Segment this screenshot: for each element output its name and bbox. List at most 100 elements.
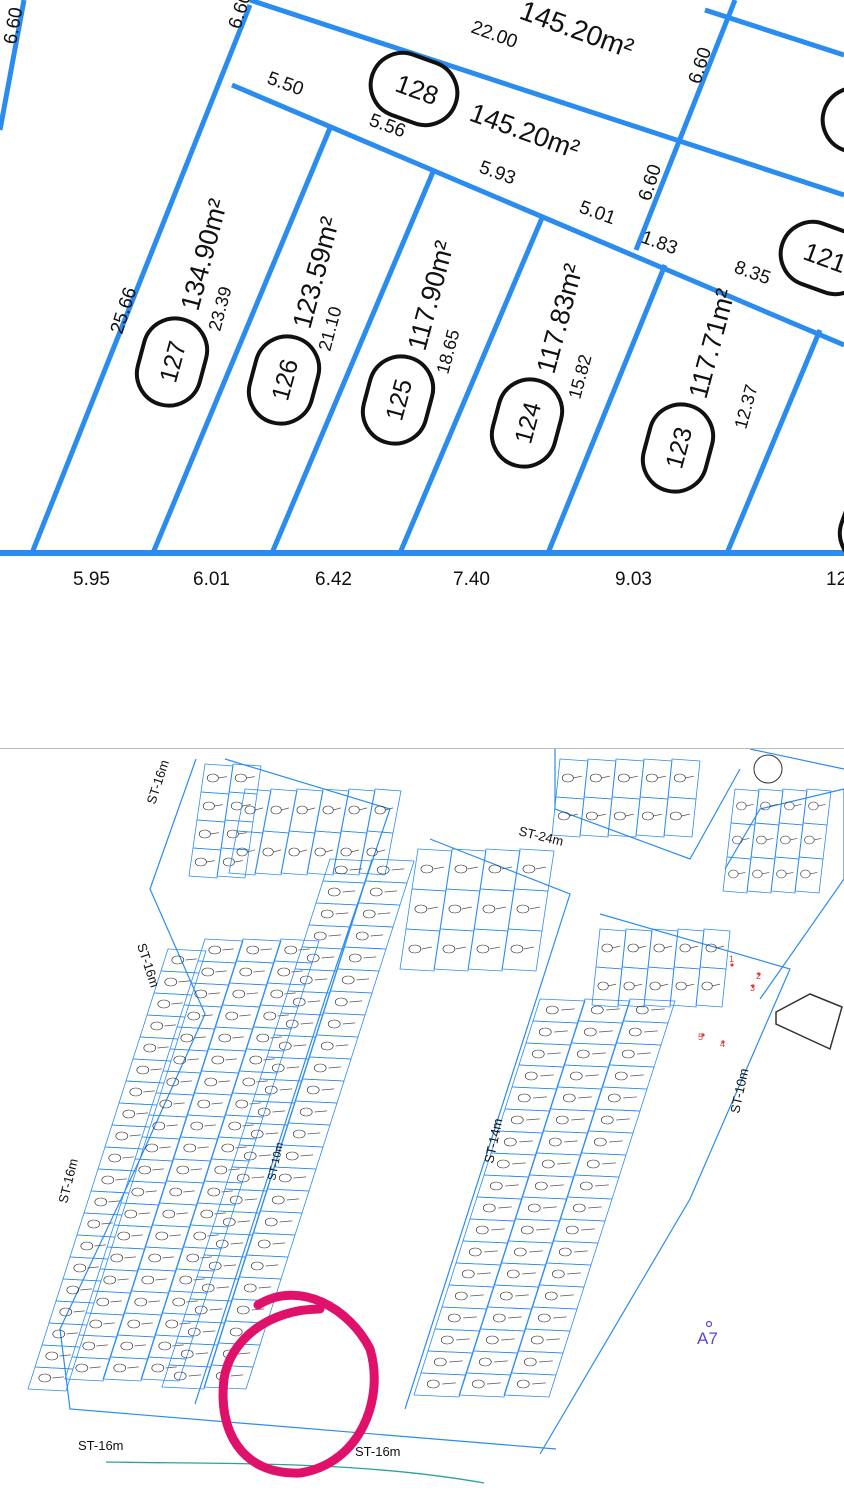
plot-number-oval [589,773,602,783]
plot-number-oval [320,1041,334,1051]
plot-area-text [96,1344,108,1347]
plot-boundary [357,880,408,906]
plot-area-text [592,1052,606,1055]
plot-boundary [663,796,697,838]
plot-number-oval [516,904,530,914]
plot-cell [510,1350,564,1376]
plot-area-text [145,1190,157,1193]
plot-number-oval [214,1165,228,1175]
plot-area-text [242,1124,254,1127]
plot-number-oval [284,945,298,955]
plot-area-text [742,837,750,841]
plot-boundary [439,888,481,932]
plot-area-text [291,970,303,973]
plot-number-oval [527,1203,541,1213]
plot-area-text [59,1354,71,1357]
plot-cell [699,928,731,970]
plot-number-oval [264,1217,278,1227]
plot-cell [266,1034,317,1060]
plot-cell [252,1210,303,1236]
plot-cell [236,788,272,834]
plot-boundary [161,1364,212,1390]
plot-area-text [94,1244,106,1247]
plot-area-text [284,992,296,995]
plot-number-oval [59,1307,73,1317]
plot-area-text [810,871,818,875]
plot-cell [595,928,627,970]
plot-cell [322,990,373,1016]
overview-outline [59,749,844,1455]
plot-boundary [200,763,234,795]
plot-area-text [433,866,444,870]
plot-area-text [664,945,673,949]
plot-area-text [166,1124,178,1127]
plot-area-text [244,1198,258,1201]
plot-area-text [335,912,349,915]
plot-cell [521,1174,575,1200]
boundary-128-right [633,0,738,251]
plot-number-oval [808,801,819,811]
plot-number-oval [164,977,178,987]
plot-boundary [280,990,331,1016]
plot-area-text [427,906,438,910]
plot-area-text [108,1200,120,1203]
plot-cell [64,1356,111,1382]
plot-121[interactable]: 121 [772,213,844,303]
plot-area-text [66,1332,78,1335]
plot-cell [601,1064,655,1090]
plot-number-oval [190,1121,204,1131]
plot-boundary [27,1366,74,1392]
plot-boundary [514,1196,568,1222]
plot-area-text [770,803,778,807]
plot-number-oval [271,1195,285,1205]
plot-area-text [766,837,774,841]
dim-label: 6.60 [0,6,27,46]
boundary-123-122 [724,329,823,554]
survey-marker-a7[interactable]: A7 [697,1320,718,1349]
plot-number-oval [614,1071,628,1081]
plot-area-text [138,1212,150,1215]
plot-boundary [528,1152,582,1178]
plot-area-text [73,1310,85,1313]
plot-number-oval [202,801,215,811]
plot-cell [427,1328,481,1354]
plot-area-text [176,1212,188,1215]
dim-label: 15.82 [565,352,596,401]
plot-cell [591,966,623,1008]
plot-boundary [510,1350,564,1376]
plot-area-text [265,1132,279,1135]
plot-boundary [503,1372,557,1398]
plot-cell [228,830,264,876]
plot-number-oval [461,1269,475,1279]
plot-area-text [644,1030,658,1033]
plot-boundary [458,1372,512,1398]
plot-number-oval [179,1275,193,1285]
plot-area-text [455,946,466,950]
street-label: ST-24m [517,823,565,849]
plot-number-oval [475,1225,489,1235]
plot-number-oval [447,1313,461,1323]
plot-boundary [643,966,675,1008]
plot-number-oval [257,1239,271,1249]
plot-number-oval [232,989,246,999]
plot-area-text [588,1206,602,1209]
plot-cell [501,928,543,972]
plot-number-oval [538,1027,552,1037]
plot-number-oval [482,904,496,914]
plot-number-oval [222,1217,236,1227]
plot-number-oval [506,1269,520,1279]
plot-128[interactable]: 128 145.20m² [362,44,584,165]
plot-number-oval [348,953,362,963]
plot-area-text [141,1322,153,1325]
plot-boundary [699,928,731,970]
plot-area-text [342,1022,356,1025]
plot-boundary [595,928,627,970]
plot-cell [669,966,701,1008]
plot-area-text [547,1052,561,1055]
dim-label: 8.35 [731,257,773,289]
